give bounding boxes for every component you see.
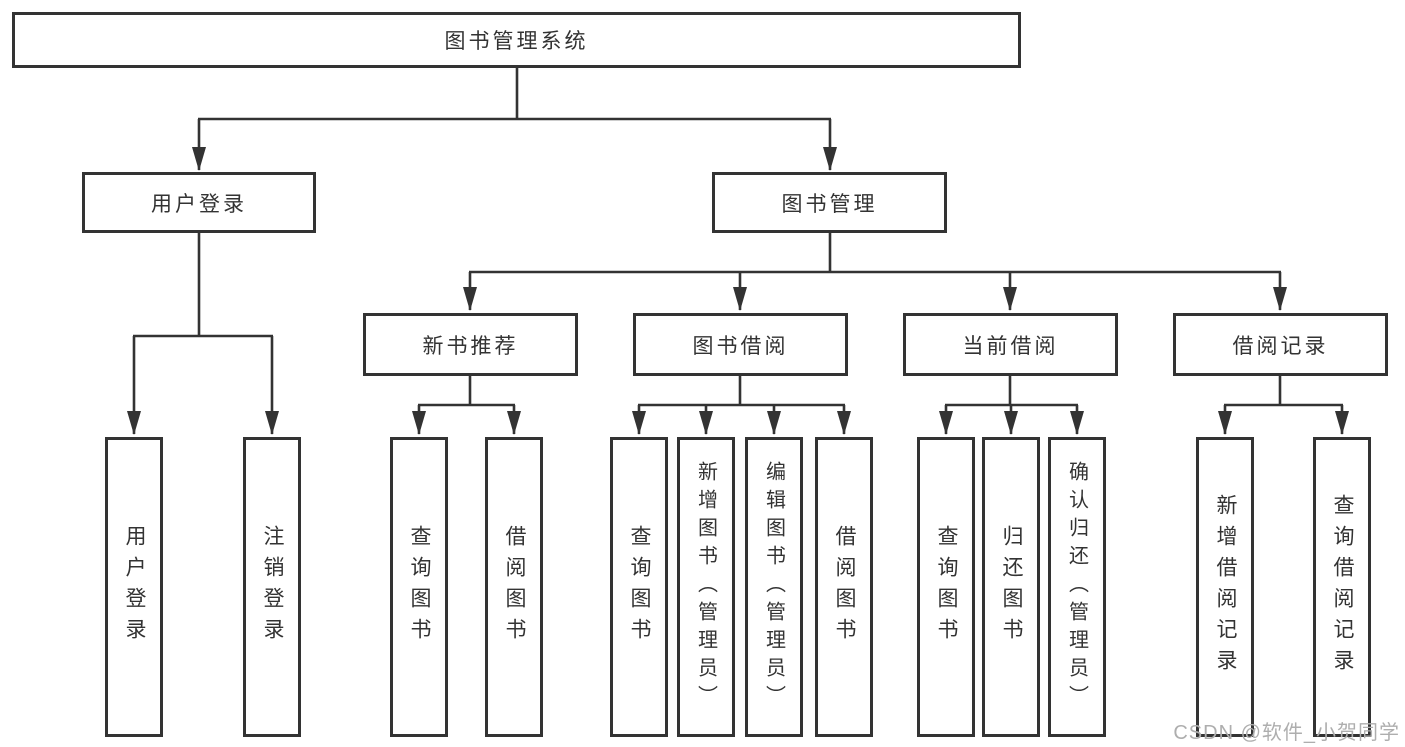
connector-current-borrowing-to-leaves (939, 376, 1084, 435)
node-label: 注销登录 (261, 525, 284, 649)
node-label: 借阅图书 (833, 525, 856, 649)
node-label: 查询借阅记录 (1331, 494, 1354, 680)
leaf-add-borrow-record: 新增借阅记录 (1196, 437, 1254, 737)
leaf-query-borrow-record: 查询借阅记录 (1313, 437, 1371, 737)
leaf-borrow-books-borrowing: 借阅图书 (815, 437, 873, 737)
leaf-query-books-current: 查询图书 (917, 437, 975, 737)
connector-book-borrowing-to-leaves (632, 376, 851, 435)
leaf-add-book-admin: 新增图书（管理员） (677, 437, 735, 737)
node-label: 图书管理 (781, 192, 878, 216)
node-label: 借阅记录 (1232, 334, 1329, 358)
leaf-user-login: 用户登录 (105, 437, 163, 737)
connector-new-book-recommendation-to-leaves (412, 376, 521, 435)
node-book-borrowing: 图书借阅 (633, 313, 848, 376)
connector-borrowing-records-to-leaves (1218, 376, 1349, 435)
node-label: 用户登录 (123, 525, 146, 649)
node-label: 借阅图书 (503, 525, 526, 649)
leaf-borrow-books-recommend: 借阅图书 (485, 437, 543, 737)
leaf-edit-book-admin: 编辑图书（管理员） (745, 437, 803, 737)
node-user-login: 用户登录 (82, 172, 316, 233)
csdn-watermark: CSDN @软件_小贺同学 (1173, 722, 1400, 744)
node-label: 查询图书 (935, 525, 958, 649)
node-current-borrowing: 当前借阅 (903, 313, 1118, 376)
node-borrowing-records: 借阅记录 (1173, 313, 1388, 376)
leaf-return-book: 归还图书 (982, 437, 1040, 737)
node-label: 当前借阅 (962, 334, 1059, 358)
connector-book-management-to-level3 (463, 233, 1287, 311)
node-library-management-system: 图书管理系统 (12, 12, 1021, 68)
node-label: 图书借阅 (692, 334, 789, 358)
node-label: 归还图书 (1000, 525, 1023, 649)
node-label: 确认归还（管理员） (1065, 461, 1088, 713)
leaf-confirm-return-admin: 确认归还（管理员） (1048, 437, 1106, 737)
connector-root-to-level2 (192, 66, 837, 171)
node-label: 新书推荐 (422, 334, 519, 358)
node-label: 编辑图书（管理员） (762, 461, 785, 713)
node-label: 查询图书 (408, 525, 431, 649)
node-label: 用户登录 (151, 192, 247, 216)
node-book-management: 图书管理 (712, 172, 947, 233)
node-new-book-recommendation: 新书推荐 (363, 313, 578, 376)
node-label: 查询图书 (628, 525, 651, 649)
leaf-query-books-recommend: 查询图书 (390, 437, 448, 737)
connector-user-login-to-leaves (127, 233, 279, 435)
node-label: 图书管理系统 (444, 30, 589, 53)
leaf-logout: 注销登录 (243, 437, 301, 737)
leaf-query-books-borrowing: 查询图书 (610, 437, 668, 737)
node-label: 新增图书（管理员） (694, 461, 717, 713)
node-label: 新增借阅记录 (1214, 494, 1237, 680)
